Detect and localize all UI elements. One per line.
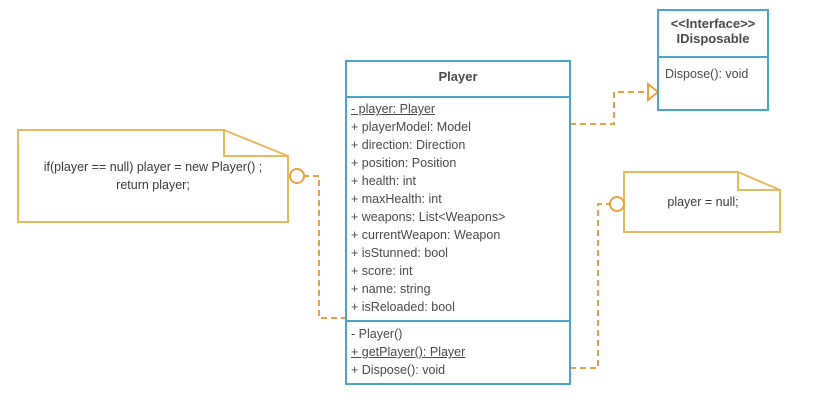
attribute-name: + name: string — [351, 282, 431, 296]
note-fold-get-player — [223, 130, 288, 157]
attribute-is-stunned: + isStunned: bool — [351, 246, 448, 260]
attribute-player: - player: Player — [351, 102, 436, 116]
attribute-position: + position: Position — [351, 156, 457, 170]
attribute-current-weapon: + currentWeapon: Weapon — [351, 228, 501, 242]
interface-name: IDisposable — [676, 31, 750, 46]
attribute-health: + health: int — [351, 174, 416, 188]
note-shape-get-player — [17, 129, 289, 223]
note-link-dispose — [570, 203, 610, 369]
note-anchor-dispose — [609, 196, 625, 212]
method-dispose: + Dispose(): void — [351, 363, 446, 377]
note-anchor-get-player — [289, 168, 305, 184]
attribute-score: + score: int — [351, 264, 413, 278]
attribute-direction: + direction: Direction — [351, 138, 466, 152]
realization-arrowhead — [647, 81, 660, 103]
interface-header: <<Interface>> IDisposable — [659, 11, 767, 58]
class-player-attributes: - player: Player + playerModel: Model + … — [347, 98, 569, 322]
note-link-get-player — [303, 175, 346, 319]
class-player-methods: - Player() + getPlayer(): Player + Dispo… — [347, 322, 569, 379]
note-dispose: player = null; — [628, 193, 778, 211]
interface-stereotype: <<Interface>> — [670, 16, 756, 31]
method-get-player: + getPlayer(): Player — [351, 345, 466, 359]
method-player-constructor: - Player() — [351, 327, 403, 341]
class-player[interactable]: Player - player: Player + playerModel: M… — [345, 60, 571, 385]
class-player-header: Player — [347, 62, 569, 98]
interface-methods: Dispose(): void — [659, 58, 767, 83]
attribute-max-health: + maxHealth: int — [351, 192, 442, 206]
attribute-weapons: + weapons: List<Weapons> — [351, 210, 506, 224]
note-shape-dispose — [623, 171, 781, 233]
realization-line — [570, 91, 648, 125]
note-get-player: if(player == null) player = new Player()… — [22, 158, 284, 194]
note-get-player-line2: return player; — [116, 178, 190, 192]
note-dispose-line1: player = null; — [667, 195, 739, 209]
class-player-name: Player — [438, 69, 478, 84]
note-get-player-line1: if(player == null) player = new Player()… — [43, 160, 263, 174]
interface-method-dispose: Dispose(): void — [665, 67, 749, 81]
note-fold-dispose — [737, 172, 780, 191]
attribute-player-model: + playerModel: Model — [351, 120, 471, 134]
attribute-is-reloaded: + isReloaded: bool — [351, 300, 455, 314]
interface-idisposable[interactable]: <<Interface>> IDisposable Dispose(): voi… — [657, 9, 769, 111]
